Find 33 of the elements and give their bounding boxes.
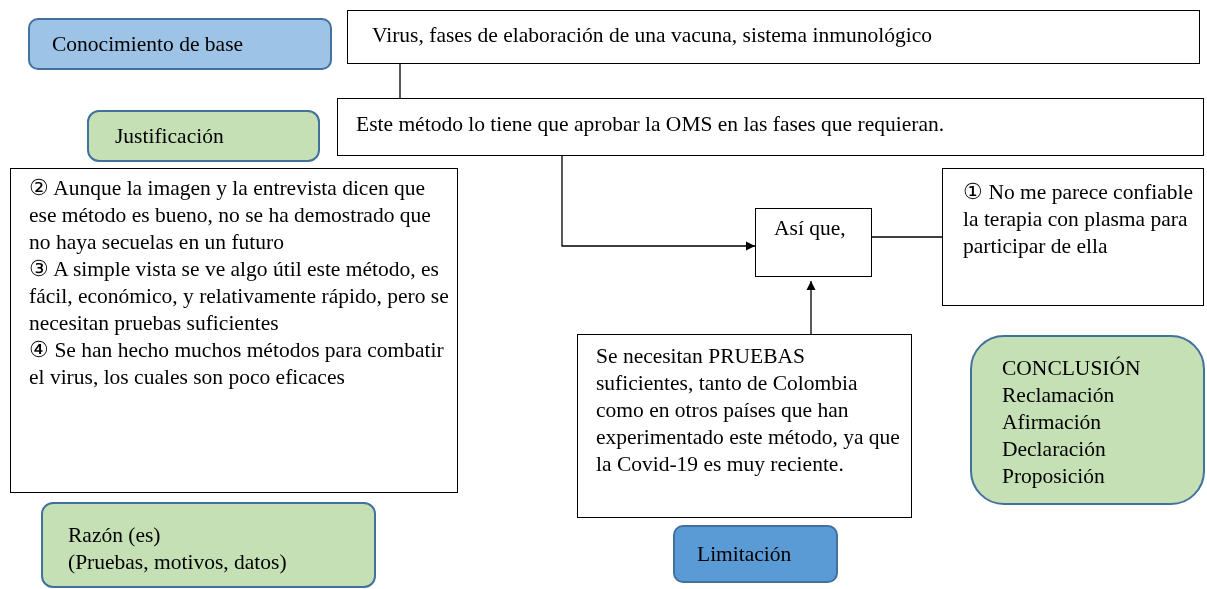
connector-line (871, 236, 943, 238)
category-tag (41, 502, 376, 588)
category-tag (970, 335, 1205, 505)
box-text: Este método lo tiene que aprobar la OMS en las fases que requieran. (356, 111, 946, 138)
tag-label: CONCLUSIÓN (1002, 355, 1142, 382)
connector-line (399, 63, 401, 99)
text-box (755, 208, 872, 277)
tag-label: Justificación (115, 123, 225, 150)
tag-label: Limitación (697, 541, 793, 568)
box-text: ② Aunque la imagen y la entrevista dicen que ese método es bueno, no se ha demostrado que no haya secuelas en un futuro (29, 175, 432, 256)
category-tag (673, 525, 838, 583)
box-text: ① No me parece confiable la terapia con plasma para participar de ella (963, 179, 1195, 260)
tag-label: Afirmación (1002, 409, 1103, 436)
arrow (561, 155, 756, 251)
tag-label: (Pruebas, motivos, datos) (68, 549, 288, 576)
tag-label: Proposición (1002, 463, 1106, 490)
tag-label: Razón (es) (68, 522, 162, 549)
box-text: Virus, fases de elaboración de una vacuna, sistema inmunológico (372, 22, 933, 49)
tag-label: Declaración (1002, 436, 1107, 463)
tag-label: Reclamación (1002, 382, 1116, 409)
text-box (347, 10, 1200, 64)
text-box (577, 334, 912, 518)
text-box (942, 168, 1204, 306)
text-box (10, 168, 458, 493)
box-text: Se necesitan PRUEBAS suficientes, tanto de Colombia como en otros países que han experimentado este método, ya que la Covid-19 es muy reciente. (596, 343, 901, 478)
tag-label: Conocimiento de base (52, 31, 245, 58)
box-text: ③ A simple vista se ve algo útil este método, es fácil, económico, y relativamente rápido, pero se necesitan pruebas suficientes (29, 256, 450, 337)
category-tag (28, 18, 332, 70)
arrow (806, 280, 816, 335)
box-text: ④ Se han hecho muchos métodos para combatir el virus, los cuales son poco eficaces (29, 337, 445, 391)
text-box (337, 98, 1204, 156)
box-text: Así que, (774, 215, 847, 242)
category-tag (87, 110, 320, 162)
